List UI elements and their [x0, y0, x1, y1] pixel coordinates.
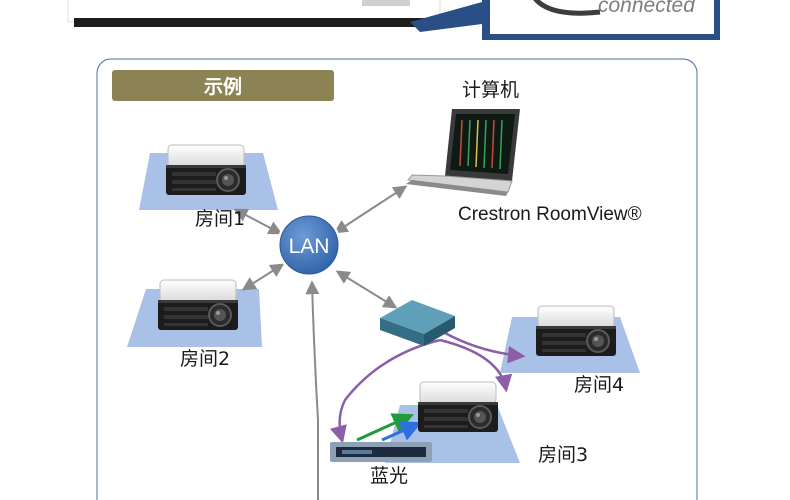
room2-label: 房间2 [180, 348, 231, 370]
room1-label: 房间1 [195, 208, 246, 230]
lan-links [233, 185, 408, 500]
lan-hub: LAN [277, 213, 341, 277]
lan-label: LAN [289, 235, 330, 258]
room4-label: 房间4 [574, 374, 625, 396]
room4-projector-icon [535, 305, 617, 357]
software-label: Crestron RoomView® [458, 204, 642, 225]
room3-projector-icon [417, 381, 499, 433]
room3-label: 房间3 [538, 444, 589, 466]
network-switch-icon [380, 300, 455, 346]
brand-logo-icon [362, 0, 410, 6]
swoosh-logo-icon [533, 0, 601, 16]
video-link-green [356, 413, 414, 442]
room2-projector-icon [157, 279, 239, 331]
hdbaset-links [329, 331, 526, 444]
example-badge: 示例 [112, 70, 334, 101]
laptop-icon [406, 109, 520, 196]
video-link-blue [381, 421, 422, 442]
computer-label: 计算机 [462, 79, 520, 101]
top-banner [67, 0, 720, 40]
connected-logo-text: connected [598, 0, 695, 17]
room1-projector-icon [165, 144, 247, 196]
bluray-player-icon [330, 442, 432, 462]
bluray-label: 蓝光 [370, 465, 409, 487]
